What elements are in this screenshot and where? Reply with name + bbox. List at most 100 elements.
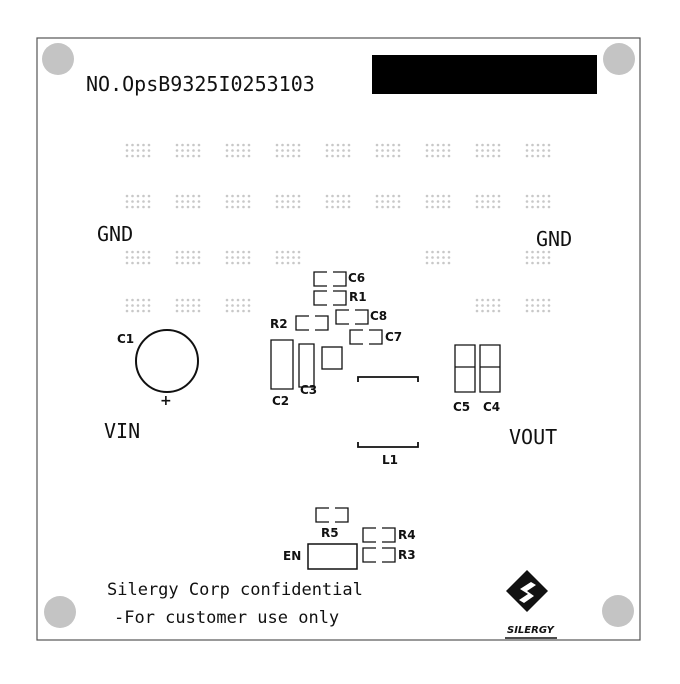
via (181, 250, 184, 254)
via (497, 154, 501, 158)
via (375, 149, 379, 152)
via (486, 304, 490, 307)
via (497, 309, 501, 313)
via (542, 205, 545, 209)
via (397, 200, 401, 203)
board-outline (36, 37, 641, 641)
r4-label: R4 (398, 528, 416, 542)
via (431, 143, 434, 147)
via (125, 298, 129, 302)
via (431, 154, 434, 158)
via (197, 200, 201, 203)
via (492, 154, 495, 158)
via (297, 194, 301, 198)
via (292, 143, 295, 147)
via (142, 256, 145, 259)
via (242, 194, 245, 198)
c7-pads (349, 329, 383, 345)
via (425, 154, 429, 158)
via (181, 149, 184, 152)
via (375, 143, 379, 147)
via (236, 200, 240, 203)
via (142, 250, 145, 254)
via (125, 309, 129, 313)
via (536, 194, 540, 198)
via (375, 205, 379, 209)
via (475, 200, 479, 203)
via (175, 194, 179, 198)
via (397, 154, 401, 158)
via (442, 194, 445, 198)
via (147, 261, 151, 265)
via (197, 205, 201, 209)
c2-label: C2 (272, 394, 290, 408)
via (136, 256, 140, 259)
via (236, 256, 240, 259)
via (392, 194, 395, 198)
via (286, 250, 290, 254)
via (331, 154, 334, 158)
via (286, 200, 290, 203)
r3-pads (362, 547, 396, 563)
via (547, 298, 551, 302)
via (236, 149, 240, 152)
via (336, 154, 340, 158)
via (131, 154, 134, 158)
via (231, 250, 234, 254)
via (292, 200, 295, 203)
via (186, 298, 190, 302)
via (347, 194, 351, 198)
via (142, 149, 145, 152)
via (281, 143, 284, 147)
via (425, 200, 429, 203)
via (147, 250, 151, 254)
via (286, 149, 290, 152)
via (547, 304, 551, 307)
via (286, 194, 290, 198)
l1-top-bracket (357, 376, 419, 382)
via (492, 200, 495, 203)
via (292, 261, 295, 265)
via (447, 143, 451, 147)
via (125, 256, 129, 259)
via (186, 304, 190, 307)
via (486, 205, 490, 209)
via (192, 250, 195, 254)
via (347, 143, 351, 147)
via (197, 256, 201, 259)
via (525, 261, 529, 265)
via (286, 154, 290, 158)
via (231, 205, 234, 209)
via (342, 143, 345, 147)
via (492, 205, 495, 209)
via (542, 250, 545, 254)
via (425, 250, 429, 254)
via (242, 154, 245, 158)
via (192, 256, 195, 259)
via (181, 143, 184, 147)
via (486, 298, 490, 302)
via (192, 205, 195, 209)
via (492, 149, 495, 152)
via (186, 200, 190, 203)
via (136, 205, 140, 209)
via (531, 250, 534, 254)
customer-use-line: -For customer use only (114, 608, 340, 628)
via (525, 200, 529, 203)
via (325, 205, 329, 209)
via (442, 200, 445, 203)
via (325, 149, 329, 152)
via (386, 143, 390, 147)
via (347, 154, 351, 158)
via (181, 205, 184, 209)
via (431, 205, 434, 209)
via (192, 194, 195, 198)
via (425, 261, 429, 265)
via (447, 149, 451, 152)
via (275, 194, 279, 198)
via (331, 194, 334, 198)
via (331, 205, 334, 209)
via (292, 205, 295, 209)
via (481, 154, 484, 158)
via (131, 261, 134, 265)
